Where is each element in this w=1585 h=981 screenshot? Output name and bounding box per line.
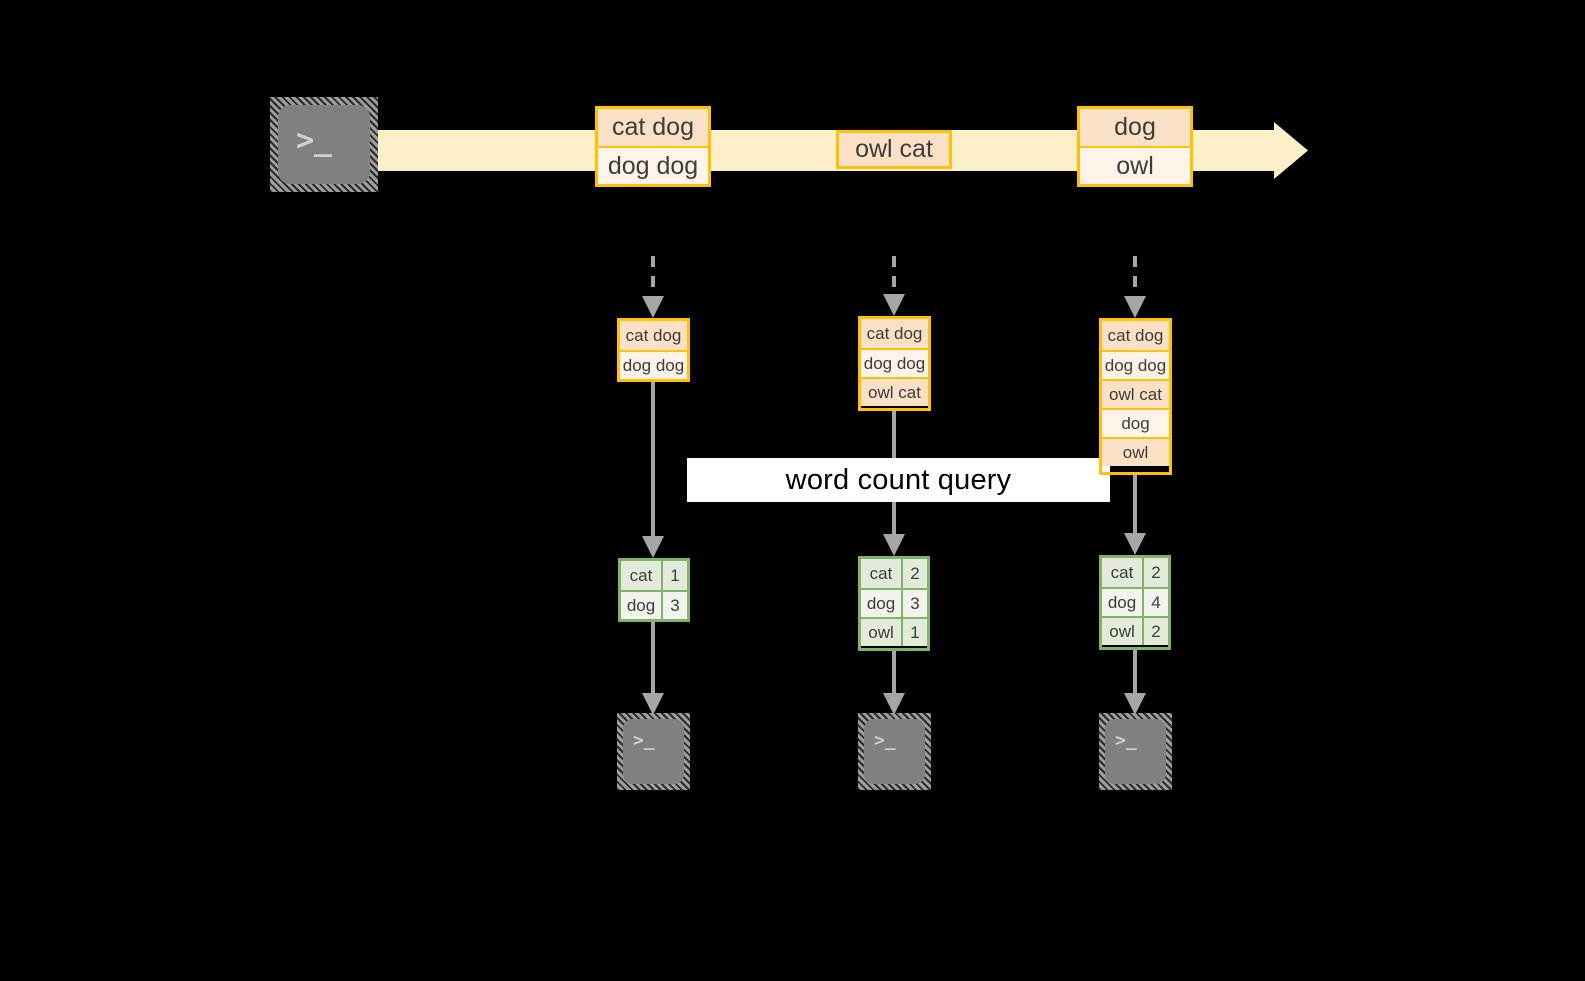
accumulated-record: dog dog xyxy=(620,350,687,379)
stream-record: owl cat xyxy=(839,133,949,166)
accumulated-record: owl xyxy=(1102,437,1169,466)
result-count: 3 xyxy=(661,592,687,619)
stream-to-accumulator-connector xyxy=(642,256,664,318)
arrowhead-icon xyxy=(642,296,664,318)
accumulated-record: owl cat xyxy=(1102,379,1169,408)
result-to-sink-connector xyxy=(1124,650,1146,715)
result-word: dog xyxy=(621,592,661,619)
table-row: owl 1 xyxy=(861,617,927,646)
arrowhead-icon xyxy=(883,294,905,316)
word-count-result-table[interactable]: cat 2 dog 4 owl 2 xyxy=(1099,555,1171,650)
arrowhead-icon xyxy=(883,534,905,556)
terminal-prompt-icon: >_ xyxy=(1115,730,1137,751)
accumulated-record: cat dog xyxy=(1102,321,1169,350)
accumulated-record: dog xyxy=(1102,408,1169,437)
table-row: cat 2 xyxy=(861,559,927,588)
terminal-screen xyxy=(1105,719,1166,784)
result-word: owl xyxy=(1102,618,1142,645)
word-count-result-table[interactable]: cat 1 dog 3 xyxy=(618,558,690,622)
result-count: 3 xyxy=(901,590,927,617)
stream-record: owl xyxy=(1080,146,1190,184)
arrowhead-icon xyxy=(642,536,664,558)
word-count-result-table[interactable]: cat 2 dog 3 owl 1 xyxy=(858,556,930,651)
terminal-screen xyxy=(278,105,370,184)
stream-to-accumulator-connector xyxy=(883,256,905,316)
source-terminal[interactable]: >_ xyxy=(270,97,378,192)
accumulated-records[interactable]: cat dog dog dog owl cat xyxy=(858,316,931,411)
arrowhead-icon xyxy=(642,693,664,715)
page-title: word count query xyxy=(785,463,1012,496)
stream-record-group[interactable]: owl cat xyxy=(836,130,952,169)
stream-record-group[interactable]: dog owl xyxy=(1077,106,1193,187)
stream-to-accumulator-connector xyxy=(1124,256,1146,318)
accumulated-record: cat dog xyxy=(861,319,928,348)
table-row: dog 3 xyxy=(621,590,687,619)
accumulator-to-result-connector xyxy=(642,382,664,558)
arrowhead-icon xyxy=(1124,693,1146,715)
result-count: 4 xyxy=(1142,589,1168,616)
accumulated-record: dog dog xyxy=(861,348,928,377)
result-word: dog xyxy=(1102,589,1142,616)
terminal-prompt-icon: >_ xyxy=(633,730,655,751)
result-count: 1 xyxy=(901,619,927,646)
query-label-band: word count query xyxy=(687,458,1110,502)
sink-terminal[interactable]: >_ xyxy=(1099,713,1172,790)
stream-record: cat dog xyxy=(598,109,708,146)
accumulated-records[interactable]: cat dog dog dog xyxy=(617,318,690,382)
table-row: cat 2 xyxy=(1102,558,1168,587)
result-count: 2 xyxy=(1142,618,1168,645)
terminal-prompt-icon: >_ xyxy=(874,730,896,751)
result-count: 2 xyxy=(1142,558,1168,587)
result-word: cat xyxy=(621,561,661,590)
accumulated-records[interactable]: cat dog dog dog owl cat dog owl xyxy=(1099,318,1172,475)
accumulated-record: cat dog xyxy=(620,321,687,350)
arrowhead-icon xyxy=(883,693,905,715)
terminal-prompt-icon: >_ xyxy=(296,123,333,158)
result-to-sink-connector xyxy=(642,622,664,715)
result-word: owl xyxy=(861,619,901,646)
stream-record: dog xyxy=(1080,109,1190,146)
arrowhead-icon xyxy=(1124,296,1146,318)
stream-arrowhead xyxy=(1228,122,1308,179)
result-word: dog xyxy=(861,590,901,617)
sink-terminal[interactable]: >_ xyxy=(858,713,931,790)
result-word: cat xyxy=(861,559,901,588)
sink-terminal[interactable]: >_ xyxy=(617,713,690,790)
arrowhead-icon xyxy=(1124,533,1146,555)
table-row: owl 2 xyxy=(1102,616,1168,645)
result-count: 2 xyxy=(901,559,927,588)
accumulator-to-result-connector xyxy=(1124,475,1146,555)
result-count: 1 xyxy=(661,561,687,590)
stream-record: dog dog xyxy=(598,146,708,184)
accumulated-record: dog dog xyxy=(1102,350,1169,379)
accumulated-record: owl cat xyxy=(861,377,928,406)
table-row: cat 1 xyxy=(621,561,687,590)
table-row: dog 3 xyxy=(861,588,927,617)
terminal-screen xyxy=(864,719,925,784)
terminal-screen xyxy=(623,719,684,784)
stream-record-group[interactable]: cat dog dog dog xyxy=(595,106,711,187)
result-word: cat xyxy=(1102,558,1142,587)
table-row: dog 4 xyxy=(1102,587,1168,616)
result-to-sink-connector xyxy=(883,651,905,715)
